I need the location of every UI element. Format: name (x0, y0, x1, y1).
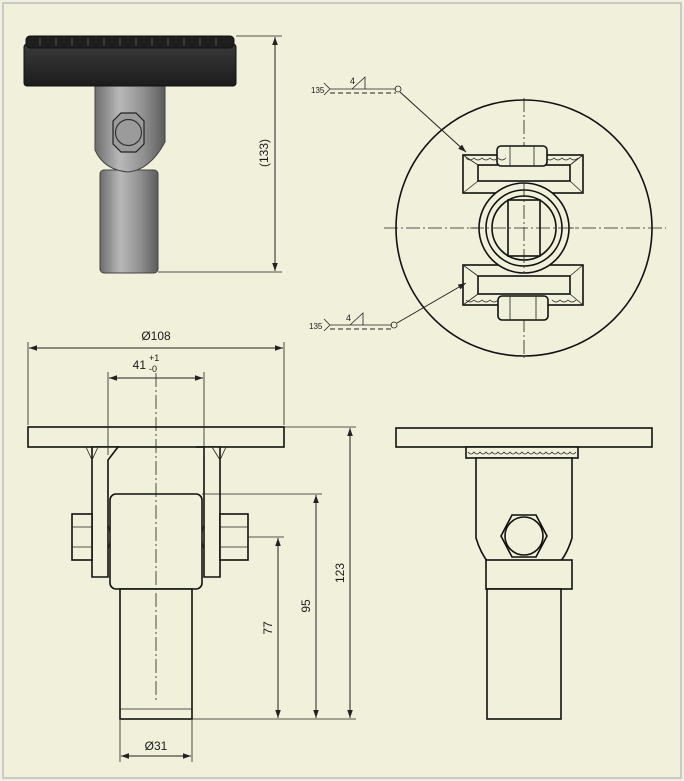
shaded-handwheel-knurl (39, 38, 217, 46)
shaded-nut (112, 112, 145, 153)
weld-symbol-top: 135 4 (311, 76, 467, 153)
dimension-label-123: 123 (333, 563, 347, 583)
dimension-tol-upper: +1 (149, 353, 159, 363)
weld-bottom-size: 4 (346, 313, 351, 323)
dimension-height-95: 95 (202, 493, 322, 718)
dimension-label-95: 95 (299, 599, 313, 613)
weld-symbol-bottom: 135 4 (309, 282, 467, 332)
shaded-handwheel-rim (25, 35, 235, 49)
dimension-label-108: Ø108 (141, 329, 171, 343)
front-view (27, 373, 285, 720)
weld-top-process: 135 (311, 86, 325, 95)
weld-top-size: 4 (350, 76, 355, 86)
shaded-iso-view (23, 35, 237, 274)
dimension-tol-lower: -0 (149, 364, 157, 374)
dimension-plate-diameter: Ø108 (27, 329, 285, 425)
weld-bottom-process: 135 (309, 322, 323, 331)
dimension-height-123: 123 (192, 426, 356, 720)
dimension-shaft-diameter: Ø31 (119, 720, 193, 762)
dimension-label-133: (133) (257, 139, 271, 167)
dimension-label-77: 77 (261, 621, 275, 635)
shaded-shaft (99, 169, 159, 274)
shaded-handwheel (23, 43, 237, 87)
dimension-bracket-width: 41 +1 -0 (107, 353, 205, 455)
shaded-nut-hole (114, 118, 143, 147)
top-view (384, 98, 666, 358)
dimension-height-77: 77 (248, 536, 284, 718)
dimension-label-41: 41 (133, 358, 147, 372)
side-view (395, 427, 653, 720)
dimension-height-overall: (133) (158, 35, 282, 273)
dimension-label-31: Ø31 (145, 739, 168, 753)
